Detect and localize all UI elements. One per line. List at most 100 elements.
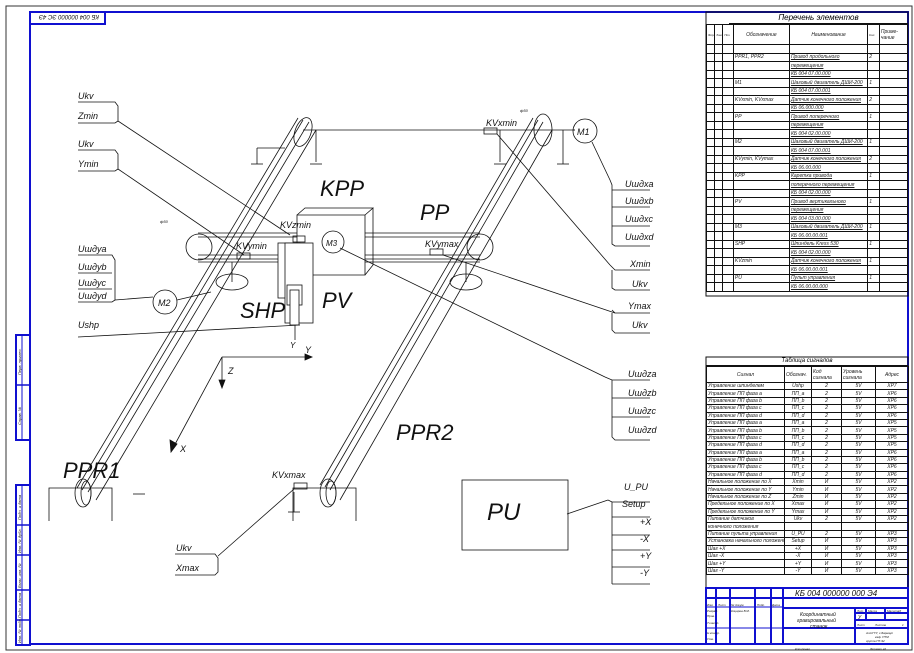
signal-cell-code: 2 <box>811 448 842 457</box>
sig-minus-y: -Y <box>640 568 650 578</box>
signal-cell-code: 2 <box>811 433 842 443</box>
elements-cell-empty <box>705 265 716 275</box>
elements-cell-qty <box>867 248 880 258</box>
elements-cell-empty <box>705 146 716 156</box>
stamp-perv-primen: Перв. примен. <box>17 348 22 375</box>
signal-cell-designation: ПП_b <box>784 455 812 465</box>
elements-cell-designation <box>732 103 790 113</box>
elements-cell-empty <box>705 120 716 130</box>
signal-cell-designation: ПП_a <box>784 418 812 428</box>
signal-cell-signal: Предельное положение по Y <box>706 507 785 517</box>
elements-cell-empty <box>722 273 734 283</box>
signal-cell-signal: конечного положения <box>706 522 785 531</box>
header-designation: Обозначение <box>732 24 790 45</box>
elements-cell-name: Каретка привода <box>788 171 869 181</box>
sig-xmin: Xmin <box>629 259 651 269</box>
elements-cell-qty <box>867 44 880 54</box>
elements-cell-name: Шаговый двигатель ДШИ-200 <box>788 78 869 88</box>
elements-list-row: КБ 004 07.00.001 <box>705 146 909 156</box>
sig-ukv-xmin: Ukv <box>632 279 648 289</box>
elements-cell-empty <box>878 154 909 164</box>
title-line-3: станок <box>810 624 828 630</box>
elements-cell-empty <box>722 197 734 207</box>
tb-header-data: Дата <box>771 603 780 607</box>
signal-cell-address: XP5 <box>875 441 909 450</box>
elements-list-row: КБ 06.00.00.000 <box>705 282 909 292</box>
elements-list-table: Формат Зона Поз. Обозначение Наименовани… <box>705 24 909 292</box>
elements-cell-name: КБ 06.00.00.000 <box>788 282 869 292</box>
header-format: Формат <box>705 24 716 45</box>
elements-cell-qty <box>867 69 880 79</box>
elements-cell-empty <box>722 78 734 88</box>
limit-switch-kvzmin <box>292 235 306 243</box>
elements-cell-qty <box>867 205 880 215</box>
tb-org-2: каф. ПТМ <box>875 635 889 639</box>
elements-cell-qty: 1 <box>867 78 880 88</box>
elements-cell-designation: SHP <box>732 239 790 249</box>
signal-cell-address: XP3 <box>875 544 909 554</box>
signal-cell-designation: Ymin <box>784 485 812 494</box>
signal-cell-signal: Управление ПП фаза a <box>706 418 785 428</box>
label-kvymin: KVymin <box>236 241 267 251</box>
elements-cell-designation <box>732 248 790 258</box>
elements-list-row: КБ 004 07.00.000 <box>705 69 909 79</box>
sig-ukv-1: Ukv <box>78 91 94 101</box>
elements-cell-designation: PP <box>732 112 790 122</box>
elements-cell-name: Датчик конечного положения <box>788 154 869 164</box>
elements-cell-qty <box>867 103 880 113</box>
elements-cell-empty <box>714 120 724 130</box>
signal-cell-signal: Начальное положение по Y <box>706 485 785 494</box>
tb-developer: Коцарев В.М. <box>731 609 750 613</box>
elements-cell-empty <box>714 248 724 258</box>
ppr1-rail <box>74 117 317 508</box>
elements-cell-designation <box>732 86 790 96</box>
signal-cell-designation: +Y <box>784 559 812 568</box>
signal-cell-designation: Ukv <box>784 515 812 524</box>
elements-cell-empty <box>714 86 724 96</box>
signal-cell-designation: ПП_a <box>784 389 812 398</box>
elements-cell-empty <box>714 197 724 207</box>
sig-u-pu: U_PU <box>624 482 649 492</box>
signal-cell-level: 5V <box>841 448 876 457</box>
elements-cell-empty <box>705 78 716 88</box>
sig-ushdya: Uшдya <box>78 244 106 254</box>
elements-cell-designation <box>732 61 790 71</box>
tb-lit-value: У <box>858 615 862 621</box>
elements-cell-designation <box>732 214 790 224</box>
signal-cell-level: 5V <box>841 470 876 480</box>
signal-cell-address: XP5 <box>875 418 909 428</box>
elements-cell-qty: 1 <box>867 239 880 249</box>
elements-cell-name: Датчик конечного положения <box>788 95 869 105</box>
elements-cell-name: КБ 06.00.000 <box>788 163 869 173</box>
elements-cell-empty <box>722 129 734 139</box>
signal-cell-signal: Управление ПП фаза d <box>706 441 785 450</box>
elements-list-row: КБ 004 07.00.001 <box>705 86 909 96</box>
signal-cell-designation: Xmax <box>784 500 812 509</box>
elements-cell-empty <box>722 231 734 241</box>
limit-switch-kvymax <box>429 248 444 256</box>
ground-symbols <box>133 130 569 513</box>
signal-cell-code: 2 <box>811 441 842 450</box>
signals-table: Таблица сигналов Сигнал Обознач. Код сиг… <box>706 357 909 576</box>
sig-ushdxc: Uшдxc <box>625 214 653 224</box>
elements-cell-empty <box>722 214 734 224</box>
elements-cell-empty <box>714 112 724 122</box>
elements-cell-empty <box>705 86 716 96</box>
signal-cell-address: XP6 <box>875 448 909 457</box>
signal-cell-code: 2 <box>811 404 842 413</box>
signal-cell-signal: Управление ПП фаза c <box>706 404 785 413</box>
elements-cell-empty <box>705 256 716 266</box>
signal-cell-code: 2 <box>811 529 842 539</box>
signal-cell-address <box>875 522 909 531</box>
elements-cell-qty: 1 <box>867 273 880 283</box>
